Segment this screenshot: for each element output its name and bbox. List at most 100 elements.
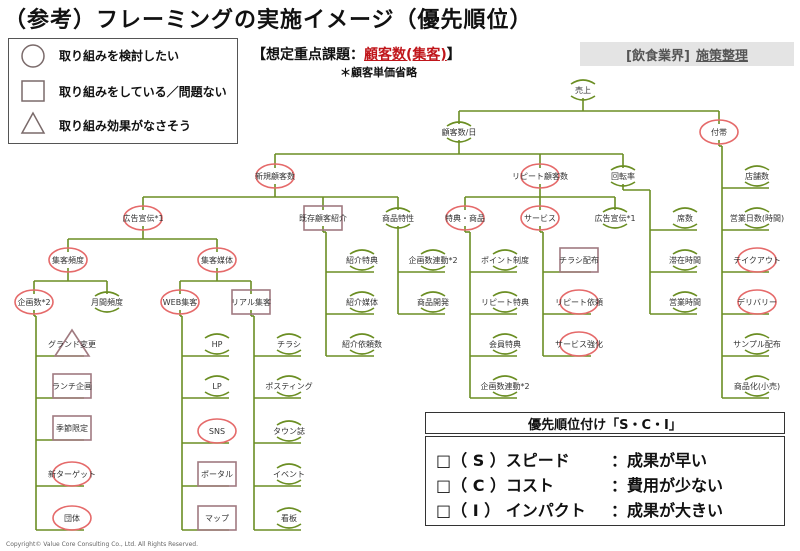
legend-label-consider: 取り組みを検討したい: [59, 49, 180, 63]
key-issue-suffix: 】: [446, 47, 461, 63]
tree-node-label: ランチ企画: [52, 381, 92, 391]
tree-node-label: 集客媒体: [201, 255, 233, 265]
tree-node-label: 月間頻度: [91, 297, 123, 307]
tree-node-label: リアル集客: [231, 297, 271, 307]
tree-node-label: 集客頻度: [52, 255, 84, 265]
consider-circle-icon: [737, 247, 777, 273]
consider-circle-icon: [14, 289, 54, 315]
priority-row-impact: □（ I ） インパクト ：成果が大きい: [436, 497, 723, 521]
tree-node-label: 紹介特典: [346, 255, 378, 265]
consider-circle-icon: [52, 461, 92, 487]
node-arc: [276, 463, 302, 485]
tree-node-label: 紹介依頼数: [342, 339, 382, 349]
tree-node-label: 広告宣伝*1: [122, 213, 163, 223]
tree-node-label: 席数: [677, 213, 693, 223]
tree-node-label: ポータル: [201, 470, 233, 479]
tree-node-label: 看板: [281, 513, 297, 523]
tree-node-label: 企画数連動*2: [408, 255, 457, 265]
tree-node-label: テイクアウト: [733, 256, 781, 265]
page-title: （参考）フレーミングの実施イメージ（優先順位）: [4, 8, 533, 33]
tree-node-label: 紹介媒体: [346, 297, 378, 307]
tree-node-label: タウン誌: [273, 426, 305, 436]
done-square-icon: [231, 289, 271, 315]
priority-box: □（ S ）スピード ：成果が早い □（ C ）コスト ：費用が少ない □（ I…: [425, 436, 785, 526]
note: ＊顧客単価省略: [340, 66, 417, 79]
consider-circle-icon: [197, 418, 237, 444]
tree-node-label: WEB集客: [163, 297, 197, 307]
tree-node-label: 広告宣伝*1: [594, 213, 635, 223]
node-arc: [349, 291, 375, 313]
tree-node-label: リピート依頼: [555, 297, 603, 307]
priority-header: 優先順位付け「S・C・I」: [425, 412, 785, 434]
consider-circle-icon: [559, 331, 599, 357]
tree-node-label: SNS: [209, 427, 225, 436]
node-arc: [610, 165, 636, 187]
copyright: Copyright© Value Core Consulting Co., Lt…: [6, 541, 199, 548]
node-arc: [420, 291, 446, 313]
tree-node-label: ポスティング: [265, 381, 313, 391]
consider-circle-icon: [197, 247, 237, 273]
consider-circle-icon: [52, 505, 92, 531]
consider-circle-icon: [559, 289, 599, 315]
sector-title: 施策整理: [695, 48, 748, 64]
node-arc: [672, 207, 698, 229]
priority-value: ：成果が大きい: [611, 501, 724, 520]
consider-circle-icon: [123, 205, 163, 231]
done-square-icon: [197, 505, 237, 531]
priority-key: □（ I ） インパクト: [436, 501, 586, 520]
tree-node-label: 付帯: [711, 127, 727, 137]
tree-node-label: 新ターゲット: [48, 469, 96, 479]
node-arc: [744, 165, 770, 187]
node-arc: [744, 207, 770, 229]
tree-node-label: 商品開発: [417, 297, 449, 307]
node-arc: [492, 249, 518, 271]
tree-node-label: 滞在時間: [669, 255, 701, 265]
node-arc: [276, 375, 302, 397]
node-arc: [349, 333, 375, 355]
tree-node-label: リピート特典: [481, 297, 529, 307]
sector-bracket: [飲食業界]: [626, 48, 690, 64]
tree-node-label: デリバリー: [737, 297, 777, 307]
tree-node-label: 回転率: [611, 171, 635, 181]
consider-circle-icon: [445, 205, 485, 231]
tree-node-label: 顧客数/日: [442, 127, 477, 137]
no-effect-triangle-icon: [53, 328, 91, 357]
tree-node-label: 商品特性: [382, 213, 414, 223]
tree-node-label: サンプル配布: [733, 339, 781, 349]
tree-node-label: ポイント制度: [481, 255, 529, 265]
node-arc: [204, 375, 230, 397]
done-square-icon: [197, 461, 237, 487]
tree-node-label: 企画数連動*2: [480, 381, 529, 391]
node-arc: [276, 507, 302, 529]
priority-value: ：費用が少ない: [611, 476, 724, 495]
tree-node-label: 売上: [575, 85, 591, 95]
tree-node-label: サービス強化: [555, 339, 603, 349]
priority-key: □（ S ）スピード: [436, 451, 570, 470]
legend-circle-icon: [21, 44, 45, 68]
consider-circle-icon: [520, 205, 560, 231]
node-arc: [602, 207, 628, 229]
node-arc: [276, 333, 302, 355]
tree-node-label: 商品化(小売): [734, 381, 780, 391]
node-arc: [94, 291, 120, 313]
done-square-icon: [559, 247, 599, 273]
key-issue: 【想定重点課題：顧客数(集客)】: [252, 44, 461, 64]
node-arc: [492, 333, 518, 355]
done-square-icon: [52, 415, 92, 441]
tree-node-label: 特典・商品: [445, 213, 485, 223]
node-arc: [570, 79, 596, 101]
consider-circle-icon: [737, 289, 777, 315]
node-arc: [349, 249, 375, 271]
consider-circle-icon: [48, 247, 88, 273]
consider-circle-icon: [255, 163, 295, 189]
tree-node-label: 新規顧客数: [255, 171, 295, 181]
tree-node-label: グランド変更: [48, 339, 96, 349]
tree-node-label: リピート顧客数: [512, 171, 568, 181]
sector-label: [飲食業界] 施策整理: [580, 42, 794, 66]
tree-node-label: チラシ: [277, 340, 301, 349]
node-arc: [672, 249, 698, 271]
node-arc: [492, 291, 518, 313]
legend-triangle-icon: [20, 111, 46, 134]
node-arc: [744, 375, 770, 397]
done-square-icon: [303, 205, 343, 231]
